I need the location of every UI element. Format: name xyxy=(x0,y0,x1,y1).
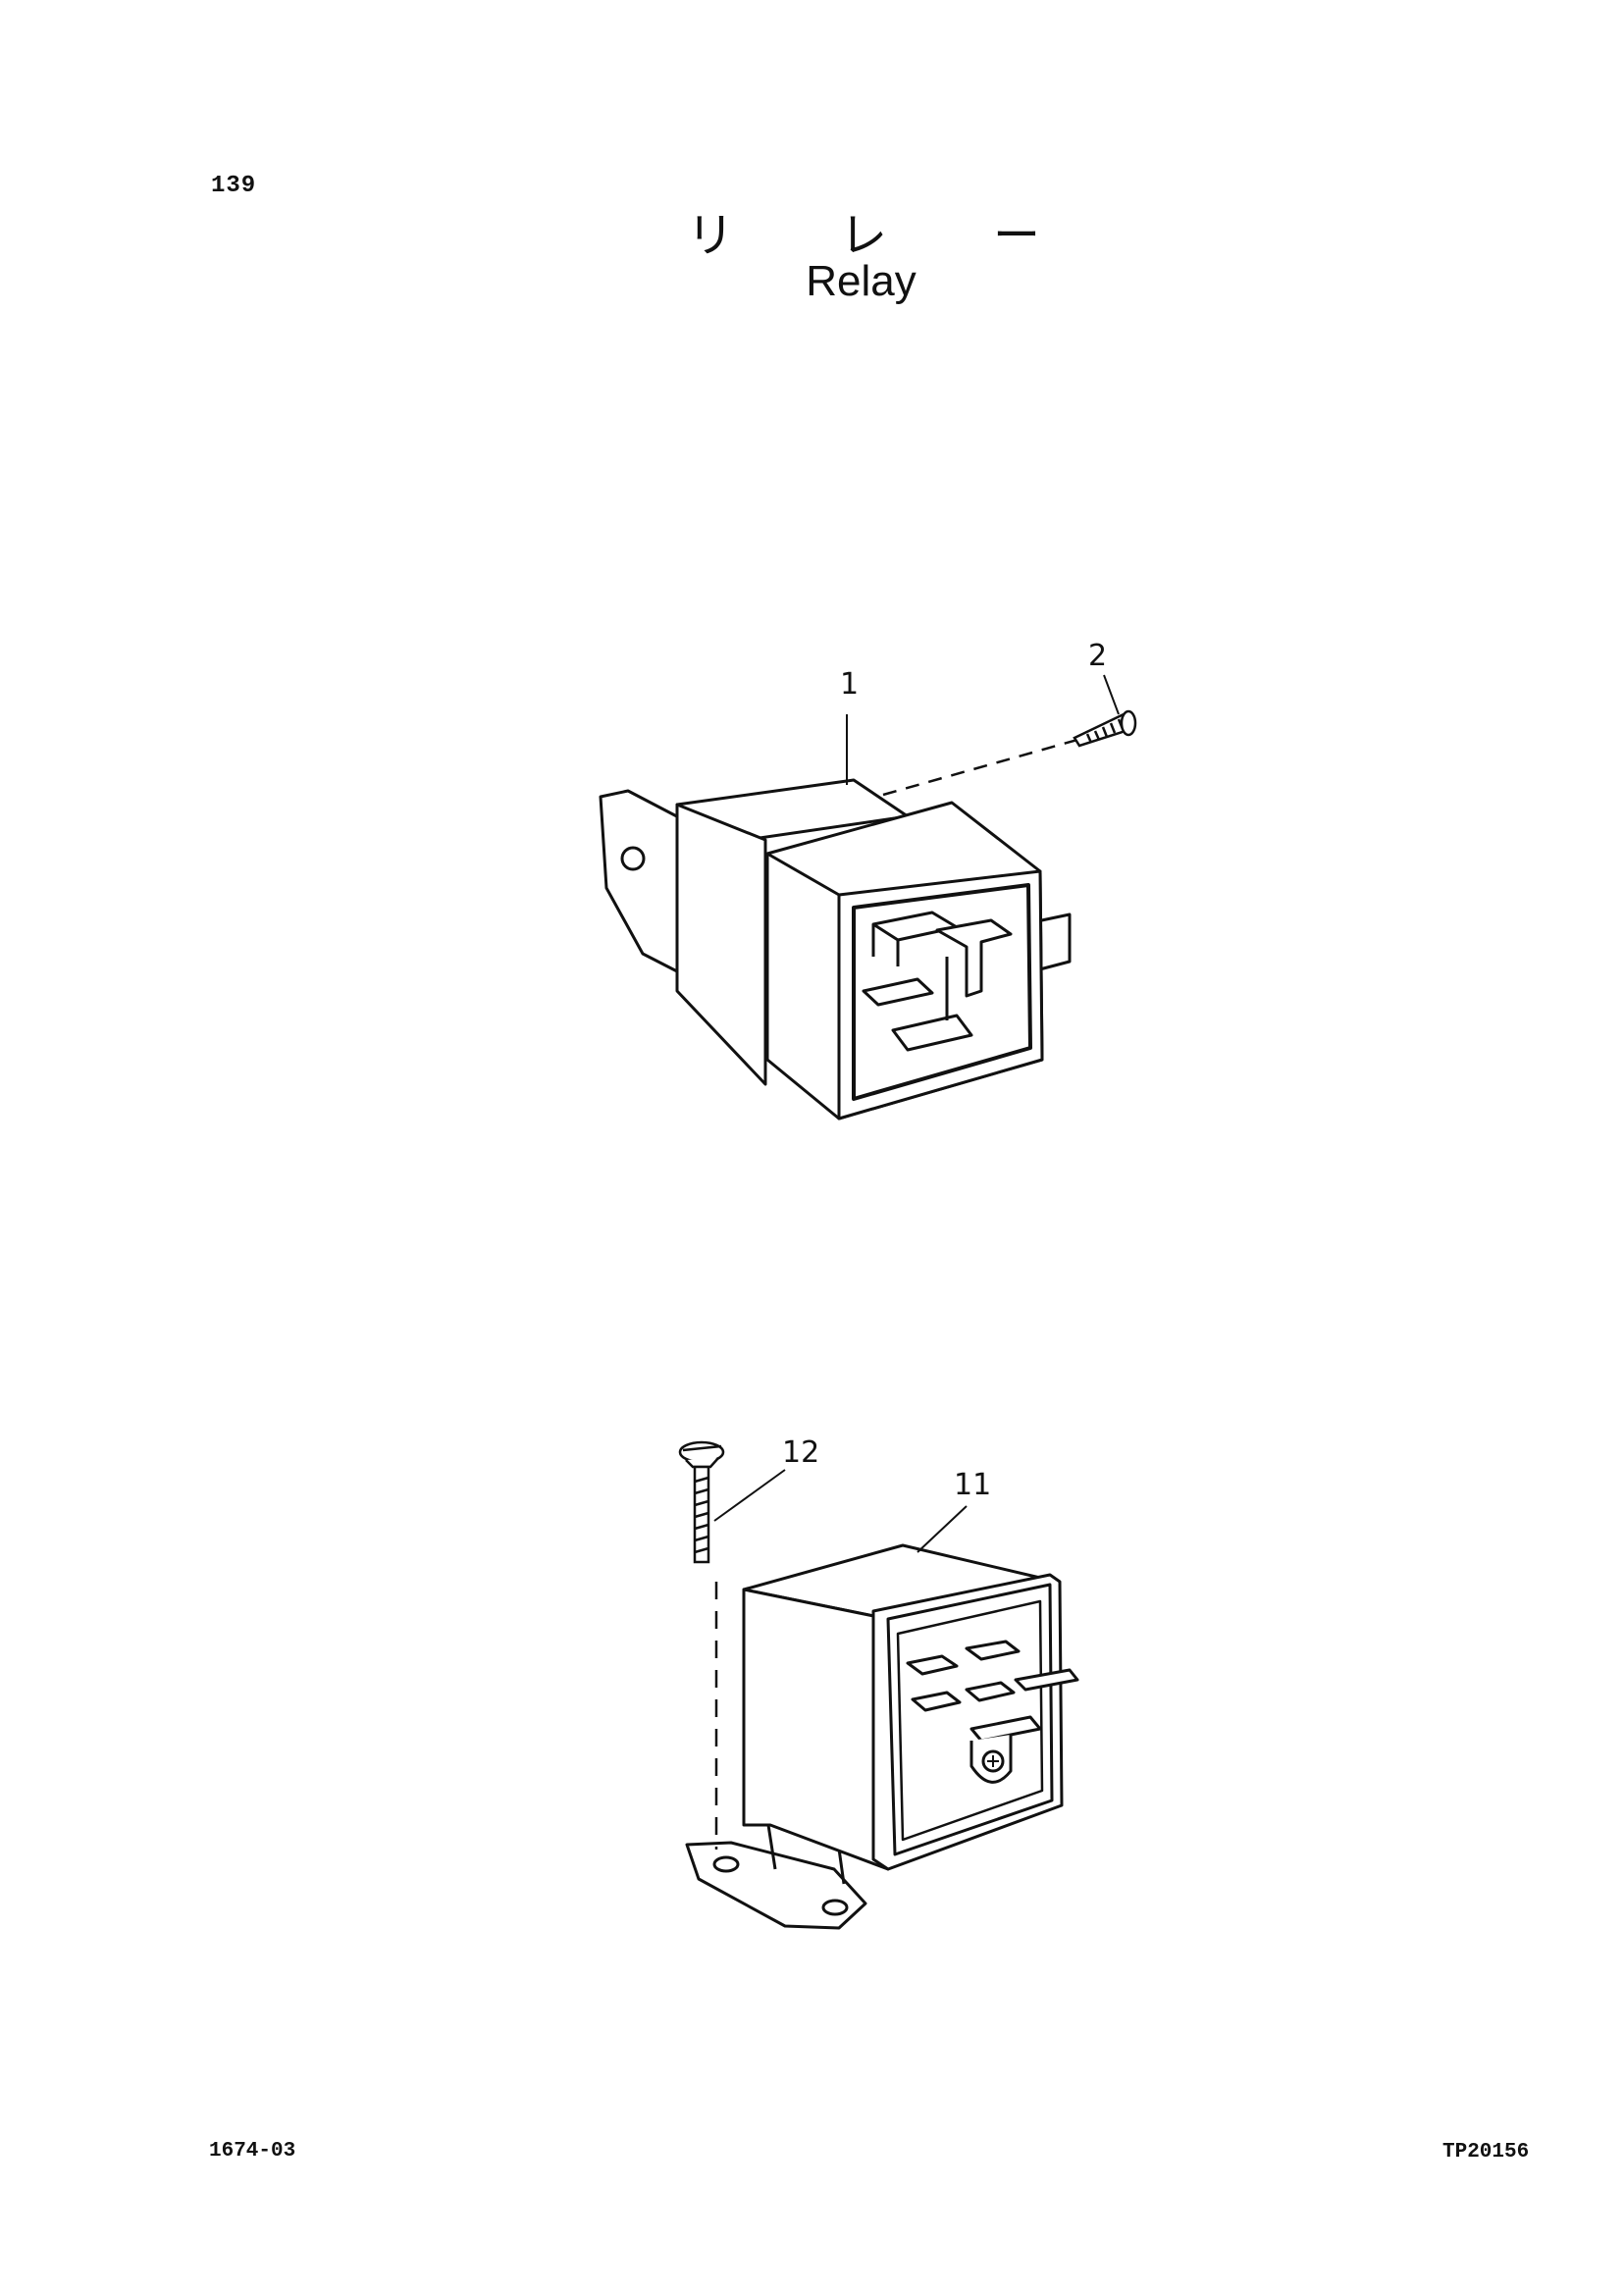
assembly-dashed-line xyxy=(882,736,1085,797)
title-english: Relay xyxy=(806,257,917,305)
title-japanese-char: ー xyxy=(992,208,1040,263)
callout-1: 1 xyxy=(840,667,859,702)
screw-part-12 xyxy=(678,1440,725,1564)
callout-12: 12 xyxy=(782,1435,819,1470)
screw-part-2 xyxy=(1073,709,1137,748)
leader-line xyxy=(1103,674,1120,715)
page-number: 139 xyxy=(211,173,257,199)
title-japanese-char: リ xyxy=(687,208,735,263)
title-japanese: リ レ ー xyxy=(687,196,1040,265)
relay-part-1 xyxy=(599,778,1072,1121)
footer-code-left: 1674-03 xyxy=(209,2140,296,2163)
leader-line xyxy=(713,1469,786,1522)
callout-11: 11 xyxy=(954,1468,991,1502)
callout-2: 2 xyxy=(1088,639,1107,673)
title-japanese-char: レ xyxy=(839,208,887,263)
relay-part-11 xyxy=(685,1543,1079,1930)
footer-code-right: TP20156 xyxy=(1442,2141,1530,2164)
leader-line xyxy=(917,1505,968,1553)
